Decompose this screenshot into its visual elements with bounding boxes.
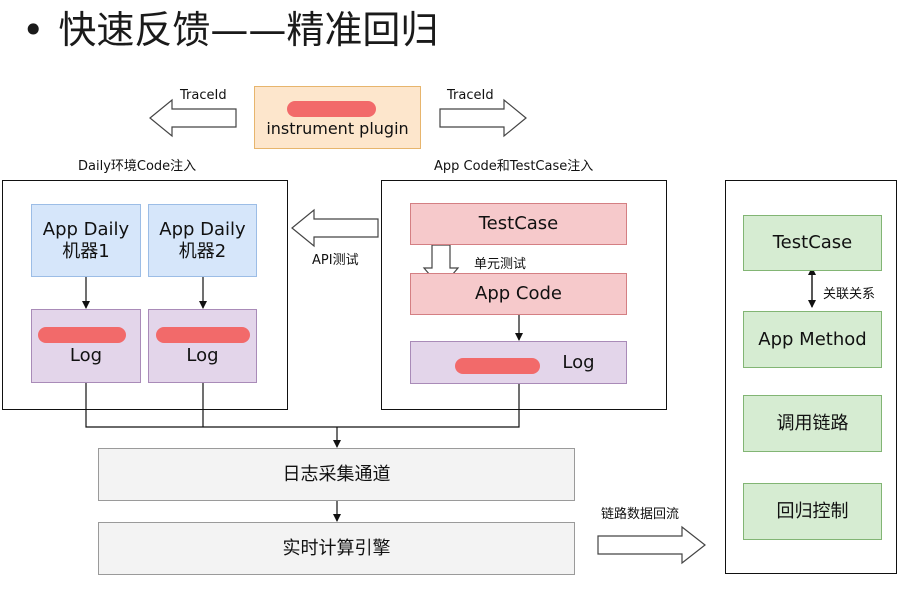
relation-label: 关联关系 [823, 287, 876, 302]
daily-log-1-label: Log [69, 345, 103, 366]
log-collection-channel: 日志采集通道 [98, 448, 575, 501]
regression-testcase-label: TestCase [772, 232, 853, 253]
backflow-arrow [597, 525, 706, 565]
app-code-box: App Code [410, 273, 627, 315]
api-test-arrow [291, 208, 379, 248]
regression-control-label: 回归控制 [776, 500, 849, 522]
instrument-plugin-box: instrument plugin [254, 86, 421, 149]
instrument-plugin-label: instrument plugin [266, 118, 409, 138]
unit-test-label: 单元测试 [474, 257, 527, 272]
app-method-label: App Method [758, 328, 867, 350]
log-collection-channel-label: 日志采集通道 [282, 463, 391, 485]
app-daily-machine-1-label: App Daily 机器1 [42, 218, 130, 262]
realtime-compute-engine-label: 实时计算引擎 [282, 537, 391, 559]
regression-testcase-box: TestCase [743, 215, 882, 271]
backflow-label: 链路数据回流 [601, 507, 680, 522]
testcase-label: TestCase [478, 213, 559, 234]
app-daily-machine-2: App Daily 机器2 [148, 204, 257, 277]
daily-log-2: Log [148, 309, 257, 383]
page-title: • 快速反馈——精准回归 [22, 2, 438, 58]
app-code-label: App Code [475, 283, 562, 304]
realtime-compute-engine: 实时计算引擎 [98, 522, 575, 575]
app-daily-machine-1: App Daily 机器1 [31, 204, 141, 277]
title-bullet: • [22, 8, 45, 52]
call-chain-label: 调用链路 [776, 412, 849, 434]
traceid-left-label: TraceId [180, 88, 227, 103]
regression-control-box: 回归控制 [743, 483, 882, 540]
app-method-box: App Method [743, 311, 882, 368]
traceid-right-arrow [439, 98, 527, 138]
code-log-box: Log [410, 341, 627, 384]
redaction-mark [156, 327, 250, 343]
redaction-mark [287, 101, 376, 117]
traceid-left-arrow [149, 98, 237, 138]
testcase-box: TestCase [410, 203, 627, 245]
title-text: 快速反馈——精准回归 [58, 8, 439, 52]
daily-log-2-label: Log [186, 345, 219, 366]
redaction-mark [38, 327, 126, 343]
call-chain-box: 调用链路 [743, 395, 882, 452]
api-test-label: API测试 [312, 253, 359, 268]
code-testcase-caption: App Code和TestCase注入 [434, 159, 594, 174]
redaction-mark [455, 358, 540, 374]
traceid-right-label: TraceId [447, 88, 494, 103]
code-log-label: Log [562, 351, 595, 373]
daily-log-1: Log [31, 309, 141, 383]
daily-env-caption: Daily环境Code注入 [78, 159, 197, 174]
app-daily-machine-2-label: App Daily 机器2 [159, 218, 246, 262]
